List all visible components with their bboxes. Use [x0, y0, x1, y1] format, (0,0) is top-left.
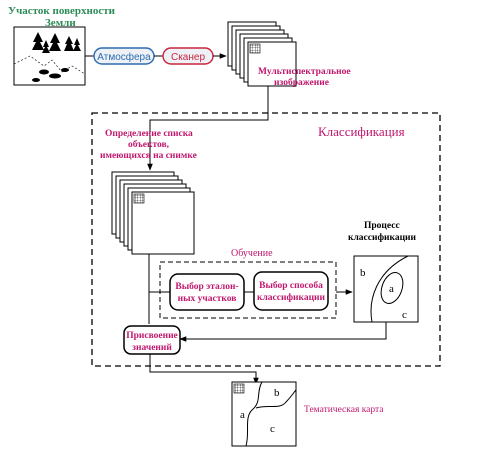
sample-selection-line1: Выбор эталон- [175, 281, 238, 292]
pixel-grid-icon [233, 383, 245, 394]
process-region-a: a [389, 283, 394, 295]
scanner-pill: Сканер [162, 47, 214, 65]
object-list-line2: объектов, [128, 139, 170, 150]
multispectral-label-line2: изображение [274, 77, 329, 88]
value-assignment-box: Присвоение значений [123, 325, 181, 355]
shrub-icon [32, 68, 69, 82]
tree-icon [32, 32, 81, 53]
process-label-line2: классификации [348, 232, 417, 243]
classification-block [91, 112, 441, 367]
source-title-line1: Участок поверхности [8, 5, 116, 17]
source-title-line2: Земли [45, 17, 76, 29]
sample-selection-box: Выбор эталон- ных участков [169, 273, 245, 311]
assignment-line1: Присвоение [126, 331, 178, 341]
process-region-b: b [360, 267, 366, 279]
process-label-line1: Процесс [364, 221, 400, 231]
map-region-b: b [274, 387, 280, 399]
training-block [159, 261, 337, 319]
object-list-line1: Определение списка [105, 129, 193, 139]
pixel-grid-icon [249, 43, 261, 54]
earth-surface-image [13, 26, 86, 86]
atmosphere-label: Атмосфера [97, 51, 151, 63]
multispectral-image-stack [227, 21, 297, 87]
classification-title: Классификация [318, 124, 405, 139]
process-region-c: c [402, 309, 407, 321]
multispectral-label-line1: Мультиспектральное [258, 67, 351, 77]
map-region-c: c [270, 423, 275, 435]
object-list-line3: имеющихся на снимке [100, 151, 197, 161]
thematic-map-label: Тематическая карта [304, 405, 384, 415]
method-selection-line2: классификации [257, 292, 326, 303]
thematic-map: a b c [231, 381, 297, 447]
classification-process-plot: b a c [353, 255, 419, 323]
method-selection-box: Выбор способа классификации [253, 271, 329, 311]
assignment-line2: значений [132, 342, 172, 353]
map-region-a: a [240, 409, 245, 421]
classification-image-stack [111, 171, 195, 255]
atmosphere-pill: Атмосфера [93, 47, 155, 65]
sample-selection-line2: ных участков [178, 294, 237, 304]
training-title: Обучение [231, 248, 273, 259]
scanner-label: Сканер [171, 52, 205, 63]
method-selection-line1: Выбор способа [259, 280, 323, 291]
pixel-grid-icon [133, 193, 145, 204]
